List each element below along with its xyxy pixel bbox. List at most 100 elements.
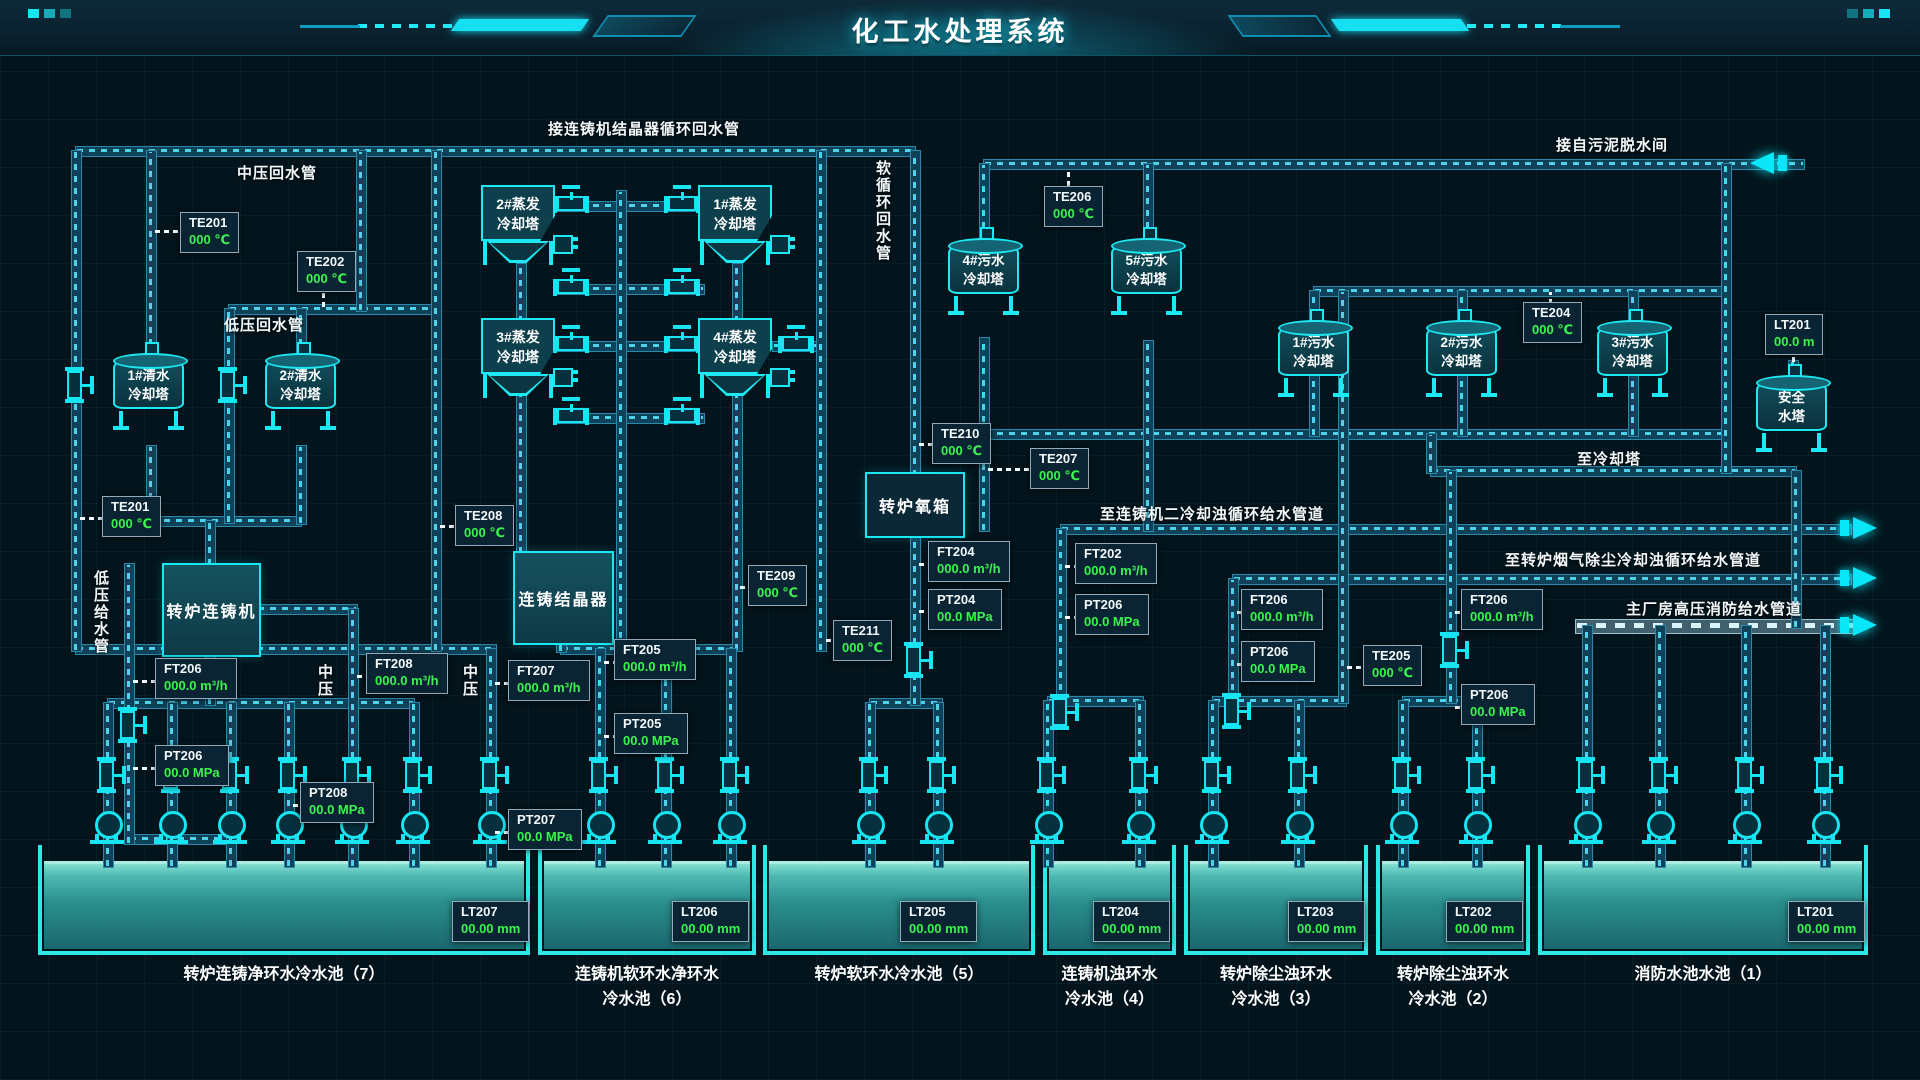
- sensor-TE202[interactable]: TE202 000 ℃: [297, 251, 357, 292]
- sensor-FT206-3[interactable]: FT206 000.0 m³/h: [1461, 589, 1543, 630]
- pump-icon[interactable]: [1122, 808, 1158, 846]
- pump-icon[interactable]: [1807, 808, 1843, 846]
- sensor-FT208[interactable]: FT208 000.0 m³/h: [366, 653, 448, 694]
- gate-valve-icon[interactable]: [1129, 757, 1161, 793]
- gate-valve-icon[interactable]: [1649, 757, 1681, 793]
- pump-icon[interactable]: [1030, 808, 1066, 846]
- gate-valve-icon[interactable]: [553, 268, 589, 296]
- sensor-PT204[interactable]: PT204 00.0 MPa: [928, 589, 1002, 630]
- gate-valve-icon[interactable]: [904, 642, 936, 678]
- pipe-vertical: [1337, 290, 1349, 704]
- sensor-LT207[interactable]: LT207 00.00 mm: [452, 901, 530, 942]
- pump-icon[interactable]: [1459, 808, 1495, 846]
- pump-icon[interactable]: [271, 808, 307, 846]
- pump-icon[interactable]: [473, 808, 509, 846]
- sensor-TE206[interactable]: TE206 000 ℃: [1044, 186, 1104, 227]
- sensor-LT201-2[interactable]: LT201 00.00 mm: [1788, 901, 1866, 942]
- gate-valve-icon[interactable]: [480, 757, 512, 793]
- sensor-link: [80, 517, 102, 520]
- sensor-FT207[interactable]: FT207 000.0 m³/h: [508, 660, 590, 701]
- sensor-TE201-2[interactable]: TE201 000 ℃: [102, 496, 162, 537]
- gate-valve-icon[interactable]: [859, 757, 891, 793]
- gate-valve-icon[interactable]: [278, 757, 310, 793]
- pipe-vertical: [123, 563, 135, 845]
- gate-valve-icon[interactable]: [1222, 693, 1254, 729]
- gate-valve-icon[interactable]: [218, 367, 250, 403]
- sensor-PT206-2[interactable]: PT206 00.0 MPa: [1075, 594, 1149, 635]
- sensor-LT204[interactable]: LT204 00.00 mm: [1093, 901, 1171, 942]
- gate-valve-icon[interactable]: [589, 757, 621, 793]
- sensor-PT206[interactable]: PT206 00.0 MPa: [155, 745, 229, 786]
- machine-converter-oxygen-tank[interactable]: 转炉氧箱: [865, 472, 965, 538]
- pump-icon[interactable]: [648, 808, 684, 846]
- gate-valve-icon[interactable]: [664, 397, 700, 425]
- sensor-TE208[interactable]: TE208 000 ℃: [455, 505, 515, 546]
- sensor-LT205[interactable]: LT205 00.00 mm: [900, 901, 978, 942]
- gate-valve-icon[interactable]: [664, 268, 700, 296]
- machine-converter-caster[interactable]: 转炉连铸机: [162, 563, 261, 657]
- sensor-PT206-4[interactable]: PT206 00.0 MPa: [1461, 684, 1535, 725]
- sensor-LT206[interactable]: LT206 00.00 mm: [672, 901, 750, 942]
- pump-base: [648, 840, 682, 844]
- sensor-PT205[interactable]: PT205 00.0 MPa: [614, 713, 688, 754]
- gate-valve-icon[interactable]: [553, 185, 589, 213]
- machine-caster-crystallizer[interactable]: 连铸结晶器: [513, 551, 614, 645]
- sensor-FT205[interactable]: FT205 000.0 m³/h: [614, 639, 696, 680]
- sensor-FT206-2[interactable]: FT206 000.0 m³/h: [1241, 589, 1323, 630]
- gate-valve-icon[interactable]: [778, 325, 814, 353]
- sensor-PT206-3[interactable]: PT206 00.0 MPa: [1241, 641, 1315, 682]
- pump-icon[interactable]: [1385, 808, 1421, 846]
- gate-valve-icon[interactable]: [553, 325, 589, 353]
- sensor-TE210[interactable]: TE210 000 ℃: [932, 423, 992, 464]
- gate-valve-icon[interactable]: [664, 185, 700, 213]
- sensor-LT201[interactable]: LT201 00.0 m: [1765, 314, 1824, 355]
- pump-icon[interactable]: [920, 808, 956, 846]
- pump-icon[interactable]: [713, 808, 749, 846]
- gate-valve-icon[interactable]: [118, 707, 150, 743]
- pump-icon[interactable]: [852, 808, 888, 846]
- gate-valve-icon[interactable]: [1814, 757, 1846, 793]
- gate-valve-icon[interactable]: [1050, 694, 1082, 730]
- sensor-TE207[interactable]: TE207 000 ℃: [1030, 448, 1090, 489]
- gate-valve-icon[interactable]: [97, 757, 129, 793]
- gate-valve-icon[interactable]: [1466, 757, 1498, 793]
- pump-icon[interactable]: [396, 808, 432, 846]
- gate-valve-icon[interactable]: [655, 757, 687, 793]
- pump-icon[interactable]: [154, 808, 190, 846]
- gate-valve-icon[interactable]: [403, 757, 435, 793]
- gate-valve-icon[interactable]: [1037, 757, 1069, 793]
- gate-valve-icon[interactable]: [720, 757, 752, 793]
- sensor-TE205[interactable]: TE205 000 ℃: [1363, 645, 1423, 686]
- sensor-TE201[interactable]: TE201 000 ℃: [180, 212, 240, 253]
- gate-valve-icon[interactable]: [1202, 757, 1234, 793]
- gate-valve-icon[interactable]: [1440, 632, 1472, 668]
- sensor-FT204[interactable]: FT204 000.0 m³/h: [928, 541, 1010, 582]
- gate-valve-icon[interactable]: [664, 325, 700, 353]
- sensor-LT202[interactable]: LT202 00.00 mm: [1446, 901, 1524, 942]
- sensor-TE209[interactable]: TE209 000 ℃: [748, 565, 808, 606]
- sensor-TE211[interactable]: TE211 000 ℃: [833, 620, 893, 661]
- sensor-FT202[interactable]: FT202 000.0 m³/h: [1075, 543, 1157, 584]
- pipe-vertical: [295, 445, 307, 525]
- pump-icon[interactable]: [1281, 808, 1317, 846]
- gate-valve-icon[interactable]: [1392, 757, 1424, 793]
- gate-valve-icon[interactable]: [1288, 757, 1320, 793]
- pump-icon[interactable]: [1728, 808, 1764, 846]
- pump-icon[interactable]: [1195, 808, 1231, 846]
- gate-valve-icon[interactable]: [553, 397, 589, 425]
- sensor-PT208[interactable]: PT208 00.0 MPa: [300, 782, 374, 823]
- pump-icon[interactable]: [582, 808, 618, 846]
- sensor-TE204[interactable]: TE204 000 ℃: [1523, 302, 1583, 343]
- sensor-link: [133, 767, 155, 770]
- gate-valve-icon[interactable]: [927, 757, 959, 793]
- gate-valve-icon[interactable]: [1576, 757, 1608, 793]
- sensor-PT207[interactable]: PT207 00.0 MPa: [508, 809, 582, 850]
- pump-icon[interactable]: [213, 808, 249, 846]
- sensor-FT206[interactable]: FT206 000.0 m³/h: [155, 658, 237, 699]
- pump-icon[interactable]: [1642, 808, 1678, 846]
- gate-valve-icon[interactable]: [65, 367, 97, 403]
- sensor-LT203[interactable]: LT203 00.00 mm: [1288, 901, 1366, 942]
- gate-valve-icon[interactable]: [1735, 757, 1767, 793]
- pump-icon[interactable]: [90, 808, 126, 846]
- pump-icon[interactable]: [1569, 808, 1605, 846]
